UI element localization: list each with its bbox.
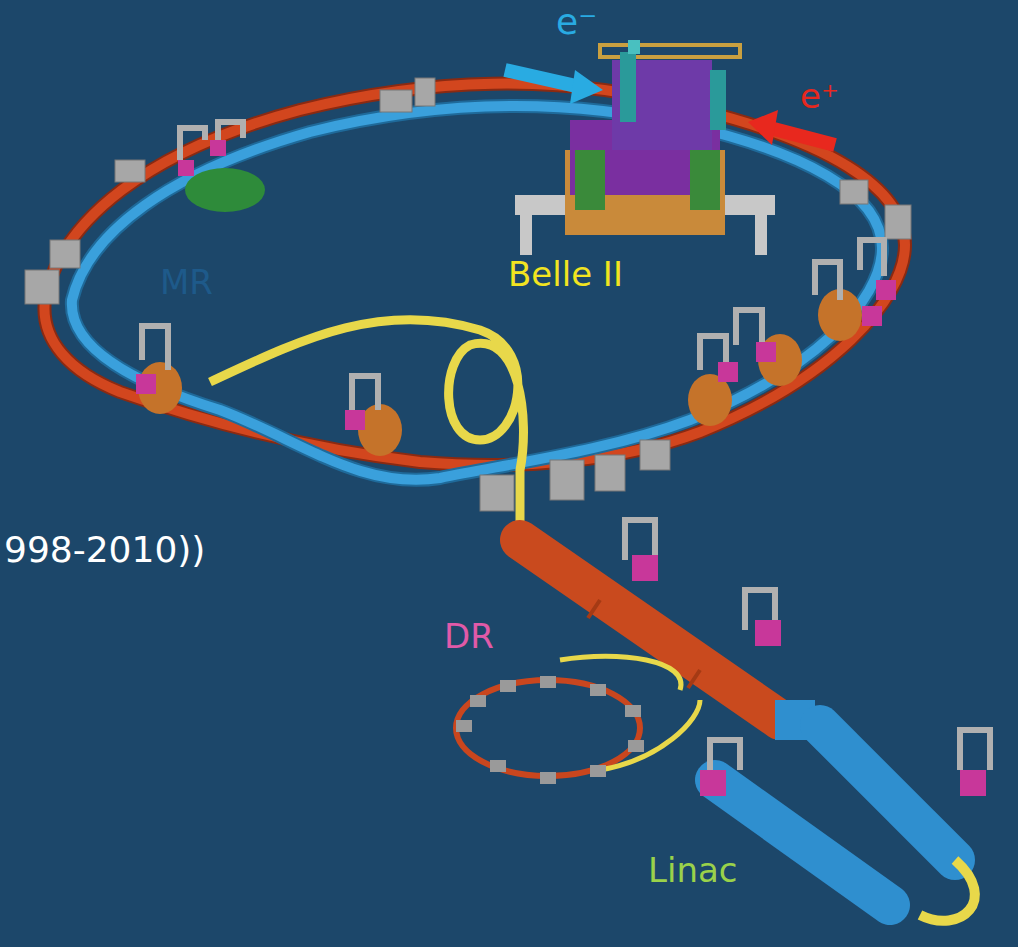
detector-label: Belle II <box>508 256 623 293</box>
linac-label: Linac <box>648 852 737 889</box>
beam-transport-line <box>600 700 700 770</box>
beam-transport-line <box>560 656 681 690</box>
beam-transport-line <box>210 320 523 540</box>
arrow-head <box>570 70 603 104</box>
tube-joint <box>588 600 700 688</box>
magnet-group <box>25 78 911 511</box>
electron-ring <box>72 106 882 480</box>
ring-label: MR <box>160 264 213 301</box>
ring-label: DR <box>444 618 494 655</box>
positron-ring <box>44 84 905 465</box>
period-text: 998-2010)) <box>4 530 205 570</box>
linac-tube <box>820 725 955 860</box>
arrow-head <box>748 110 778 145</box>
linac-bend <box>920 860 975 921</box>
magnet-group <box>456 676 644 784</box>
klystron <box>136 140 986 796</box>
rf-cavity <box>138 168 862 456</box>
belle-ii-detector <box>515 40 775 255</box>
beam-arrow <box>770 128 835 145</box>
ring-shadow <box>44 84 905 465</box>
beam-label: e⁺ <box>800 78 839 115</box>
linac-tube <box>715 780 890 905</box>
ring-shadow <box>72 106 882 480</box>
injector-tube <box>520 540 780 720</box>
beam-label: e⁻ <box>556 2 597 42</box>
klystron-stand <box>142 122 990 770</box>
damping-ring <box>456 680 640 776</box>
